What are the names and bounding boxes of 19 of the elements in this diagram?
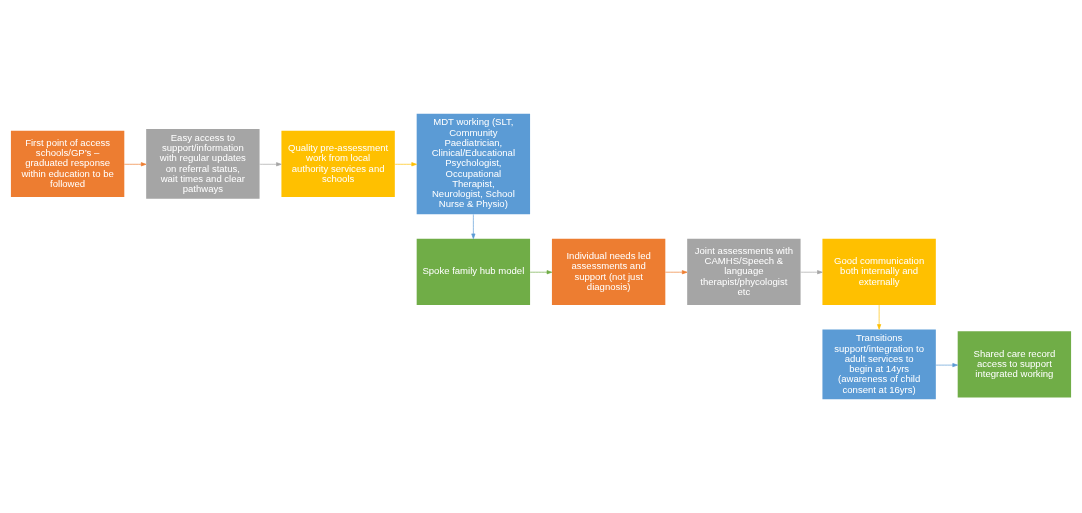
arrow: [124, 162, 147, 167]
node-box: Transitions support/integration to adult services to begin at 14yrs (awareness of child consent at 16yrs): [822, 329, 936, 400]
arrow: [800, 270, 823, 275]
node-box: Quality pre-assessment work from local authority services and schools: [281, 130, 395, 198]
node-box: Spoke family hub model: [416, 238, 531, 305]
node-box: Shared care record access to support integrated working: [957, 331, 1072, 398]
node-box: First point of access schools/GP’s – graduated response within education to be followed: [10, 130, 125, 198]
node-box: Joint assessments with CAMHS/Speech & language therapist/phycologist etc: [687, 238, 801, 305]
node-box: Good communication both internally and externally: [822, 238, 936, 305]
node-box: MDT working (SLT, Community Paediatrician, Clinical/Educational Psychologist, Occupational Therapist, Neurologist, School Nurse & Physio): [416, 113, 531, 215]
arrow: [529, 270, 553, 275]
arrow: [877, 304, 882, 330]
arrow: [259, 162, 282, 167]
arrow: [394, 162, 417, 167]
arrow: [935, 363, 958, 368]
node-box: Individual needs led assessments and support (not just diagnosis): [551, 238, 666, 305]
node-box: Easy access to support/information with regular updates on referral status, wait times and clear pathways: [146, 129, 260, 199]
arrow: [665, 270, 688, 275]
arrow: [471, 214, 476, 239]
